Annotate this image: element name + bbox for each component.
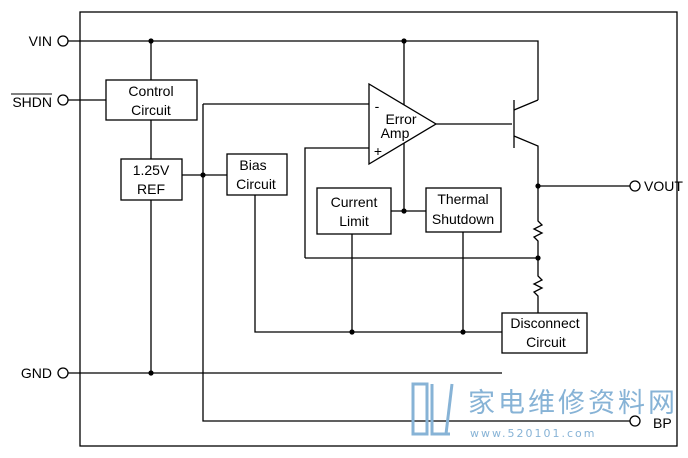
control-label-2: Circuit [131,102,171,118]
current-limit-label-2: Limit [339,213,369,229]
pin-vin: VIN [29,33,69,49]
current-limit-block: Current Limit [316,187,392,235]
ref-label-2: REF [137,181,165,197]
pin-shdn: SHDN [11,93,69,110]
gnd-label: GND [21,365,52,381]
pin-vout: VOUT [629,178,683,194]
amp-minus-sign: - [375,98,380,114]
bias-circuit-block: Bias Circuit [226,153,288,196]
vin-label: VIN [29,33,52,49]
disconnect-label-2: Circuit [526,334,566,350]
thermal-label-2: Shutdown [432,211,494,227]
thermal-label-1: Thermal [437,191,488,207]
current-limit-label-1: Current [331,194,378,210]
thermal-shutdown-block: Thermal Shutdown [425,187,502,233]
watermark-url-text: www.520101.com [470,427,596,440]
bias-label-1: Bias [239,157,266,173]
amp-label-2: Amp [381,125,410,141]
watermark-cn-text: 家电维修资料网 [468,388,678,419]
reference-block: 1.25V REF [120,158,183,201]
ref-label-1: 1.25V [133,162,170,178]
disconnect-circuit-block: Disconnect Circuit [501,312,588,354]
pin-bp: BP [629,415,672,431]
bias-label-2: Circuit [236,176,276,192]
shdn-label: SHDN [12,94,52,110]
control-circuit-block: Control Circuit [105,79,198,121]
watermark: 家电维修资料网 www.520101.com [411,382,678,440]
error-amplifier: - + Error Amp [368,82,438,166]
pin-gnd: GND [21,365,69,381]
amp-plus-sign: + [374,143,382,159]
vout-label: VOUT [644,178,683,194]
disconnect-label-1: Disconnect [510,315,579,331]
junctions [148,38,541,376]
watermark-logo-icon [411,382,454,436]
bp-label: BP [653,415,672,431]
control-label-1: Control [128,83,173,99]
amp-label-1: Error [385,111,416,127]
